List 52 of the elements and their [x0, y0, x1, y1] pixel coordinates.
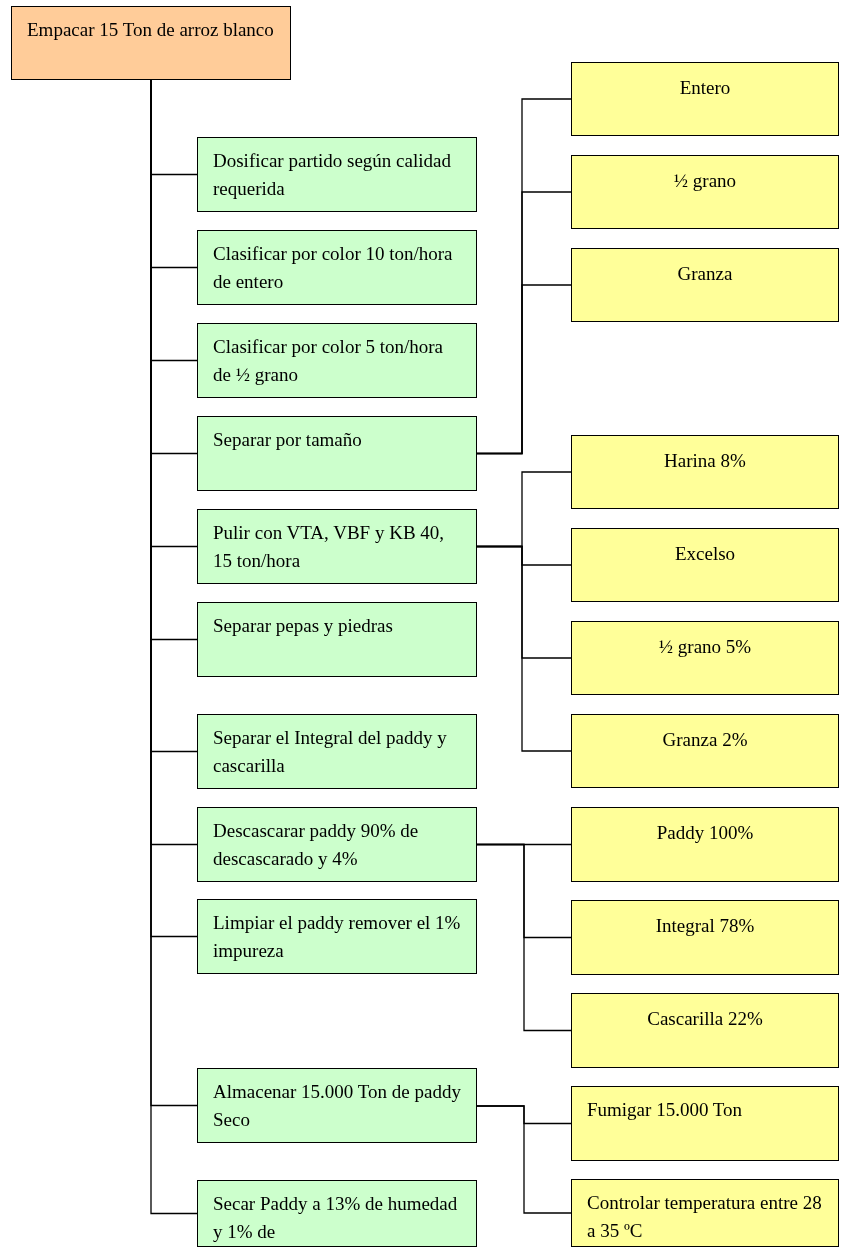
process-box — [197, 899, 477, 974]
process-box — [197, 137, 477, 212]
output-box — [571, 248, 839, 322]
output-box — [571, 993, 839, 1068]
output-box — [571, 1086, 839, 1161]
box-text: Granza 2% — [662, 729, 748, 750]
box-text: Limpiar el paddy remover el 1% impureza — [213, 912, 461, 961]
process-box — [197, 509, 477, 584]
box-text: Separar pepas y piedras — [213, 615, 393, 636]
connector-line — [476, 843, 572, 1032]
box-text: Clasificar por color 5 ton/hora de ½ grano — [213, 336, 444, 385]
box-text: ½ grano 5% — [658, 636, 752, 657]
connector-line — [476, 1105, 572, 1214]
box-text: Empacar 15 Ton de arroz blanco — [27, 19, 274, 40]
output-box — [571, 155, 839, 229]
box-text: Fumigar 15.000 Ton — [587, 1099, 743, 1120]
connector-line — [476, 545, 572, 752]
box-text: Granza — [677, 263, 733, 284]
output-box — [571, 714, 839, 788]
process-box — [197, 323, 477, 398]
box-text: Entero — [679, 77, 731, 98]
process-box — [197, 1068, 477, 1143]
box-text: Dosificar partido según calidad requerida — [213, 150, 451, 199]
box-text: Paddy 100% — [656, 822, 754, 843]
box-text: Almacenar 15.000 Ton de paddy Seco — [213, 1081, 461, 1130]
process-box — [197, 416, 477, 491]
box-text: Separar el Integral del paddy y cascarilla — [213, 727, 447, 776]
output-box — [571, 528, 839, 602]
box-text: Clasificar por color 10 ton/hora de entero — [213, 243, 453, 292]
output-box — [571, 621, 839, 695]
goal-box — [11, 6, 291, 80]
box-text: Integral 78% — [655, 915, 755, 936]
box-text: Cascarilla 22% — [647, 1008, 763, 1029]
connector-line — [476, 284, 572, 455]
output-box — [571, 62, 839, 136]
box-text: Separar por tamaño — [213, 429, 362, 450]
output-box — [571, 435, 839, 509]
box-text: Pulir con VTA, VBF y KB 40, 15 ton/hora — [213, 522, 445, 571]
process-box — [197, 1180, 477, 1247]
output-box — [571, 900, 839, 975]
process-box — [197, 807, 477, 882]
output-box — [571, 1179, 839, 1247]
process-box — [197, 602, 477, 677]
box-text: ½ grano — [673, 170, 737, 191]
box-text: Secar Paddy a 13% de humedad y 1% de — [213, 1193, 458, 1242]
process-box — [197, 230, 477, 305]
process-box — [197, 714, 477, 789]
output-box — [571, 807, 839, 882]
box-text: Excelso — [674, 543, 736, 564]
box-text: Controlar temperatura entre 28 a 35 ºC — [587, 1192, 822, 1241]
box-text: Descascarar paddy 90% de descascarado y 4% — [213, 820, 419, 869]
box-text: Harina 8% — [664, 450, 746, 471]
